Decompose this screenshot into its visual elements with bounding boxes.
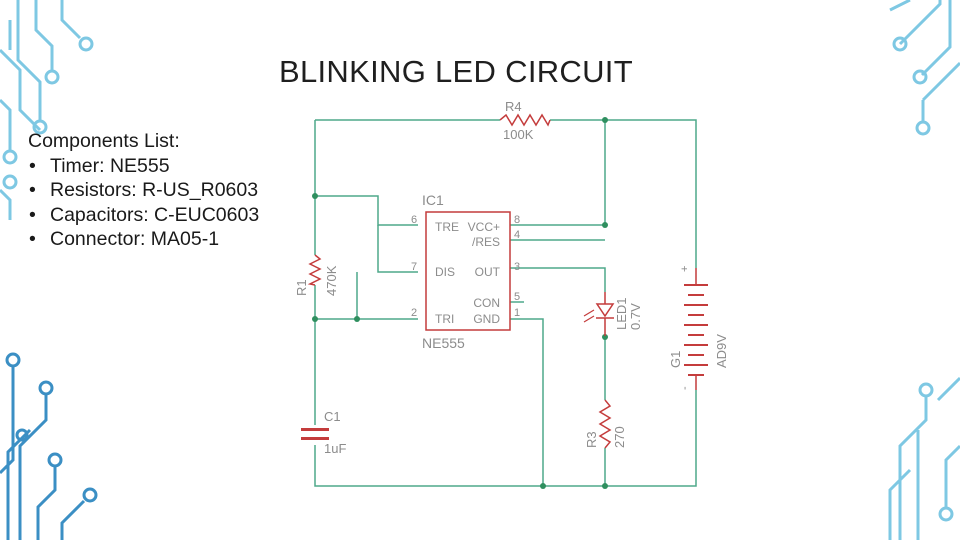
led-value: 0.7V [628, 303, 643, 330]
decorative-circuit-traces-bottom-right [888, 376, 960, 540]
component-item-capacitors: • Capacitors: C-EUC0603 [28, 203, 260, 228]
pin-num: 3 [514, 261, 520, 273]
bullet: • [29, 228, 36, 250]
schematic-wires [314, 119, 697, 487]
pin-num: 1 [514, 307, 520, 319]
ic1-ne555: IC1 NE555 6 7 2 TRE DIS TRI 8 4 3 5 1 VC… [411, 192, 520, 351]
resistor-r1: R1 470K [294, 254, 339, 296]
pin-num: 5 [514, 291, 520, 303]
pin-label: CON [473, 296, 500, 310]
r3-name: R3 [584, 431, 599, 448]
pin-num: 4 [514, 229, 520, 241]
r4-value: 100K [503, 127, 534, 142]
component-item-timer: • Timer: NE555 [28, 154, 260, 179]
resistor-r4: R4 100K [499, 99, 551, 142]
bullet: • [29, 203, 36, 226]
ic1-part: NE555 [422, 335, 465, 351]
battery-plus: + [679, 266, 691, 272]
pin-num: 7 [411, 261, 417, 273]
r3-value: 270 [612, 426, 627, 448]
battery-value: AD9V [714, 334, 729, 368]
decorative-circuit-traces-top-right [889, 0, 960, 136]
pin-label: TRI [435, 312, 454, 326]
bullet: • [29, 179, 36, 201]
pin-label: VCC+ [468, 220, 500, 234]
pin-label: OUT [475, 265, 501, 279]
bullet: • [29, 154, 36, 177]
led-led1: LED1 0.7V [583, 292, 643, 336]
pin-num: 6 [411, 214, 417, 226]
components-list: Components List: • Timer: NE555 • Resistor… [28, 129, 260, 252]
schematic-junctions [312, 117, 608, 489]
pin-num: 8 [514, 214, 520, 226]
component-text: Capacitors: C-EUC0603 [50, 203, 260, 226]
component-text: Resistors: R-US_R0603 [50, 179, 259, 201]
r1-name: R1 [294, 279, 309, 296]
pin-num: 2 [411, 307, 417, 319]
components-heading: Components List: [28, 130, 180, 152]
component-text: Timer: NE555 [50, 154, 170, 177]
battery-g1: + - G1 AD9V [668, 266, 729, 390]
capacitor-c1: C1 1uF [301, 409, 346, 456]
pin-label: DIS [435, 265, 455, 279]
components-items: • Timer: NE555 • Resistors: R-US_R0603 • Ca… [28, 154, 260, 252]
led-name: LED1 [614, 297, 629, 330]
pin-label: TRE [435, 220, 459, 234]
ic1-name: IC1 [422, 192, 444, 208]
decorative-circuit-traces-top-left [0, 0, 94, 220]
c1-name: C1 [324, 409, 341, 424]
resistor-r3: R3 270 [584, 399, 627, 449]
battery-name: G1 [668, 351, 683, 368]
battery-minus: - [679, 386, 691, 390]
pin-label: GND [473, 312, 500, 326]
slide-title: BLINKING LED CIRCUIT [279, 54, 633, 89]
decorative-circuit-traces-bottom-left [0, 352, 98, 540]
component-text: Connector: MA05-1 [50, 228, 220, 250]
r4-name: R4 [505, 99, 522, 114]
component-item-connector: • Connector: MA05-1 [28, 227, 260, 252]
pin-label: /RES [472, 235, 500, 249]
r1-value: 470K [324, 265, 339, 296]
component-item-resistors: • Resistors: R-US_R0603 [28, 178, 260, 203]
c1-value: 1uF [324, 441, 346, 456]
